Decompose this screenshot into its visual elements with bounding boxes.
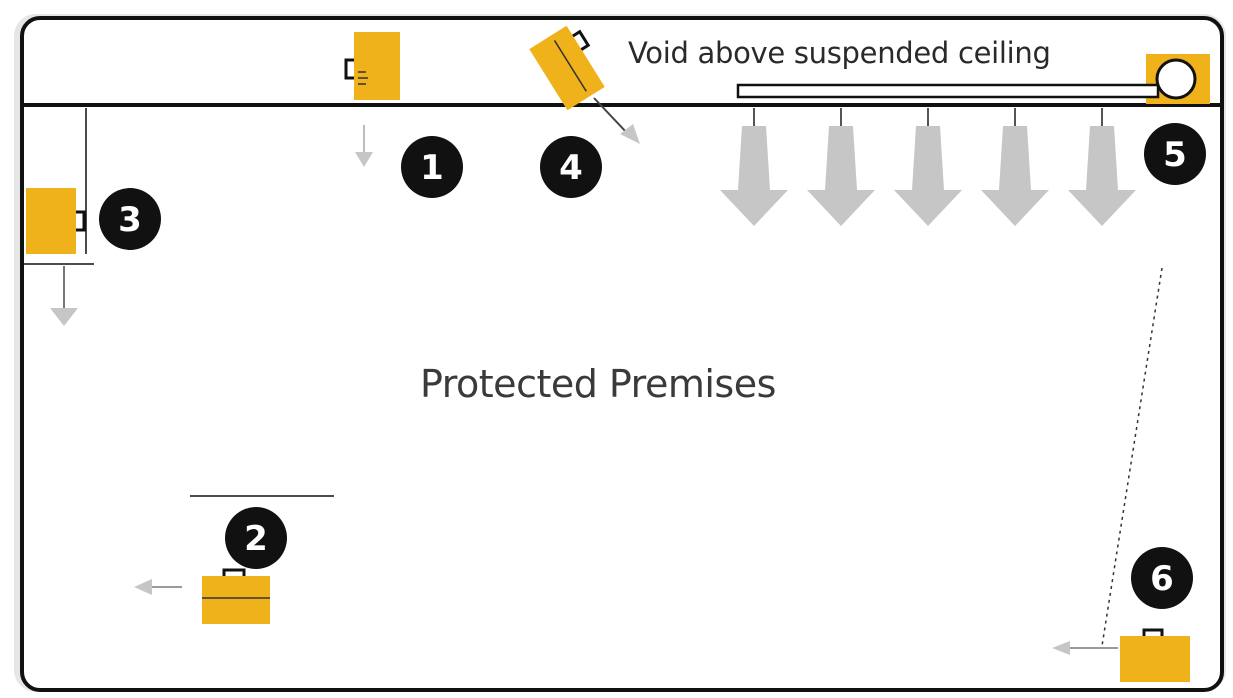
discharge-arrow-4 — [981, 108, 1049, 226]
marker-5: 5 — [1144, 123, 1206, 185]
unit-4-detail — [553, 40, 587, 92]
unit-3-group — [24, 108, 94, 326]
marker-2: 2 — [225, 507, 287, 569]
discharge-arrow-3 — [894, 108, 962, 226]
unit-4-arrow-head — [620, 124, 640, 144]
unit-4-group — [529, 25, 640, 144]
marker-6: 6 — [1131, 547, 1193, 609]
unit-5-group — [720, 54, 1210, 226]
premises-label: Protected Premises — [420, 362, 776, 406]
unit-6-dotted-line — [1101, 267, 1163, 647]
marker-4: 4 — [540, 136, 602, 198]
generator-unit-2 — [202, 576, 270, 624]
discharge-arrow-2 — [807, 108, 875, 226]
generator-unit-3 — [26, 188, 76, 254]
discharge-pipe — [736, 83, 1160, 99]
unit-1-detail — [358, 71, 368, 85]
unit-2-handle — [222, 568, 246, 576]
marker-6-number: 6 — [1150, 559, 1174, 599]
unit-5-outlet — [1155, 58, 1197, 100]
unit-4-arrow-shaft — [593, 97, 629, 135]
unit-2-arrow-head — [134, 579, 152, 595]
unit-1-handle — [344, 58, 354, 80]
discharge-arrow-5 — [1068, 108, 1136, 226]
unit-3-handle — [76, 210, 86, 232]
unit-1-arrow-head — [355, 152, 373, 167]
discharge-arrow-1 — [720, 108, 788, 226]
marker-1-number: 1 — [420, 148, 444, 188]
unit-1-group — [344, 32, 400, 167]
generator-unit-4 — [529, 25, 605, 111]
void-label: Void above suspended ceiling — [628, 36, 1051, 70]
marker-2-number: 2 — [244, 519, 268, 559]
marker-5-number: 5 — [1163, 135, 1187, 175]
unit-6-arrow-head — [1052, 641, 1070, 655]
marker-3-number: 3 — [118, 200, 142, 240]
unit-6-handle — [1142, 628, 1164, 636]
marker-1: 1 — [401, 136, 463, 198]
unit-3-arrow-head — [50, 308, 78, 326]
unit-4-handle — [572, 29, 591, 51]
unit-2-group — [134, 495, 334, 624]
generator-unit-6 — [1120, 636, 1190, 682]
marker-3: 3 — [99, 188, 161, 250]
marker-4-number: 4 — [559, 148, 583, 188]
generator-unit-1 — [354, 32, 400, 100]
unit-6-group — [1052, 267, 1190, 682]
